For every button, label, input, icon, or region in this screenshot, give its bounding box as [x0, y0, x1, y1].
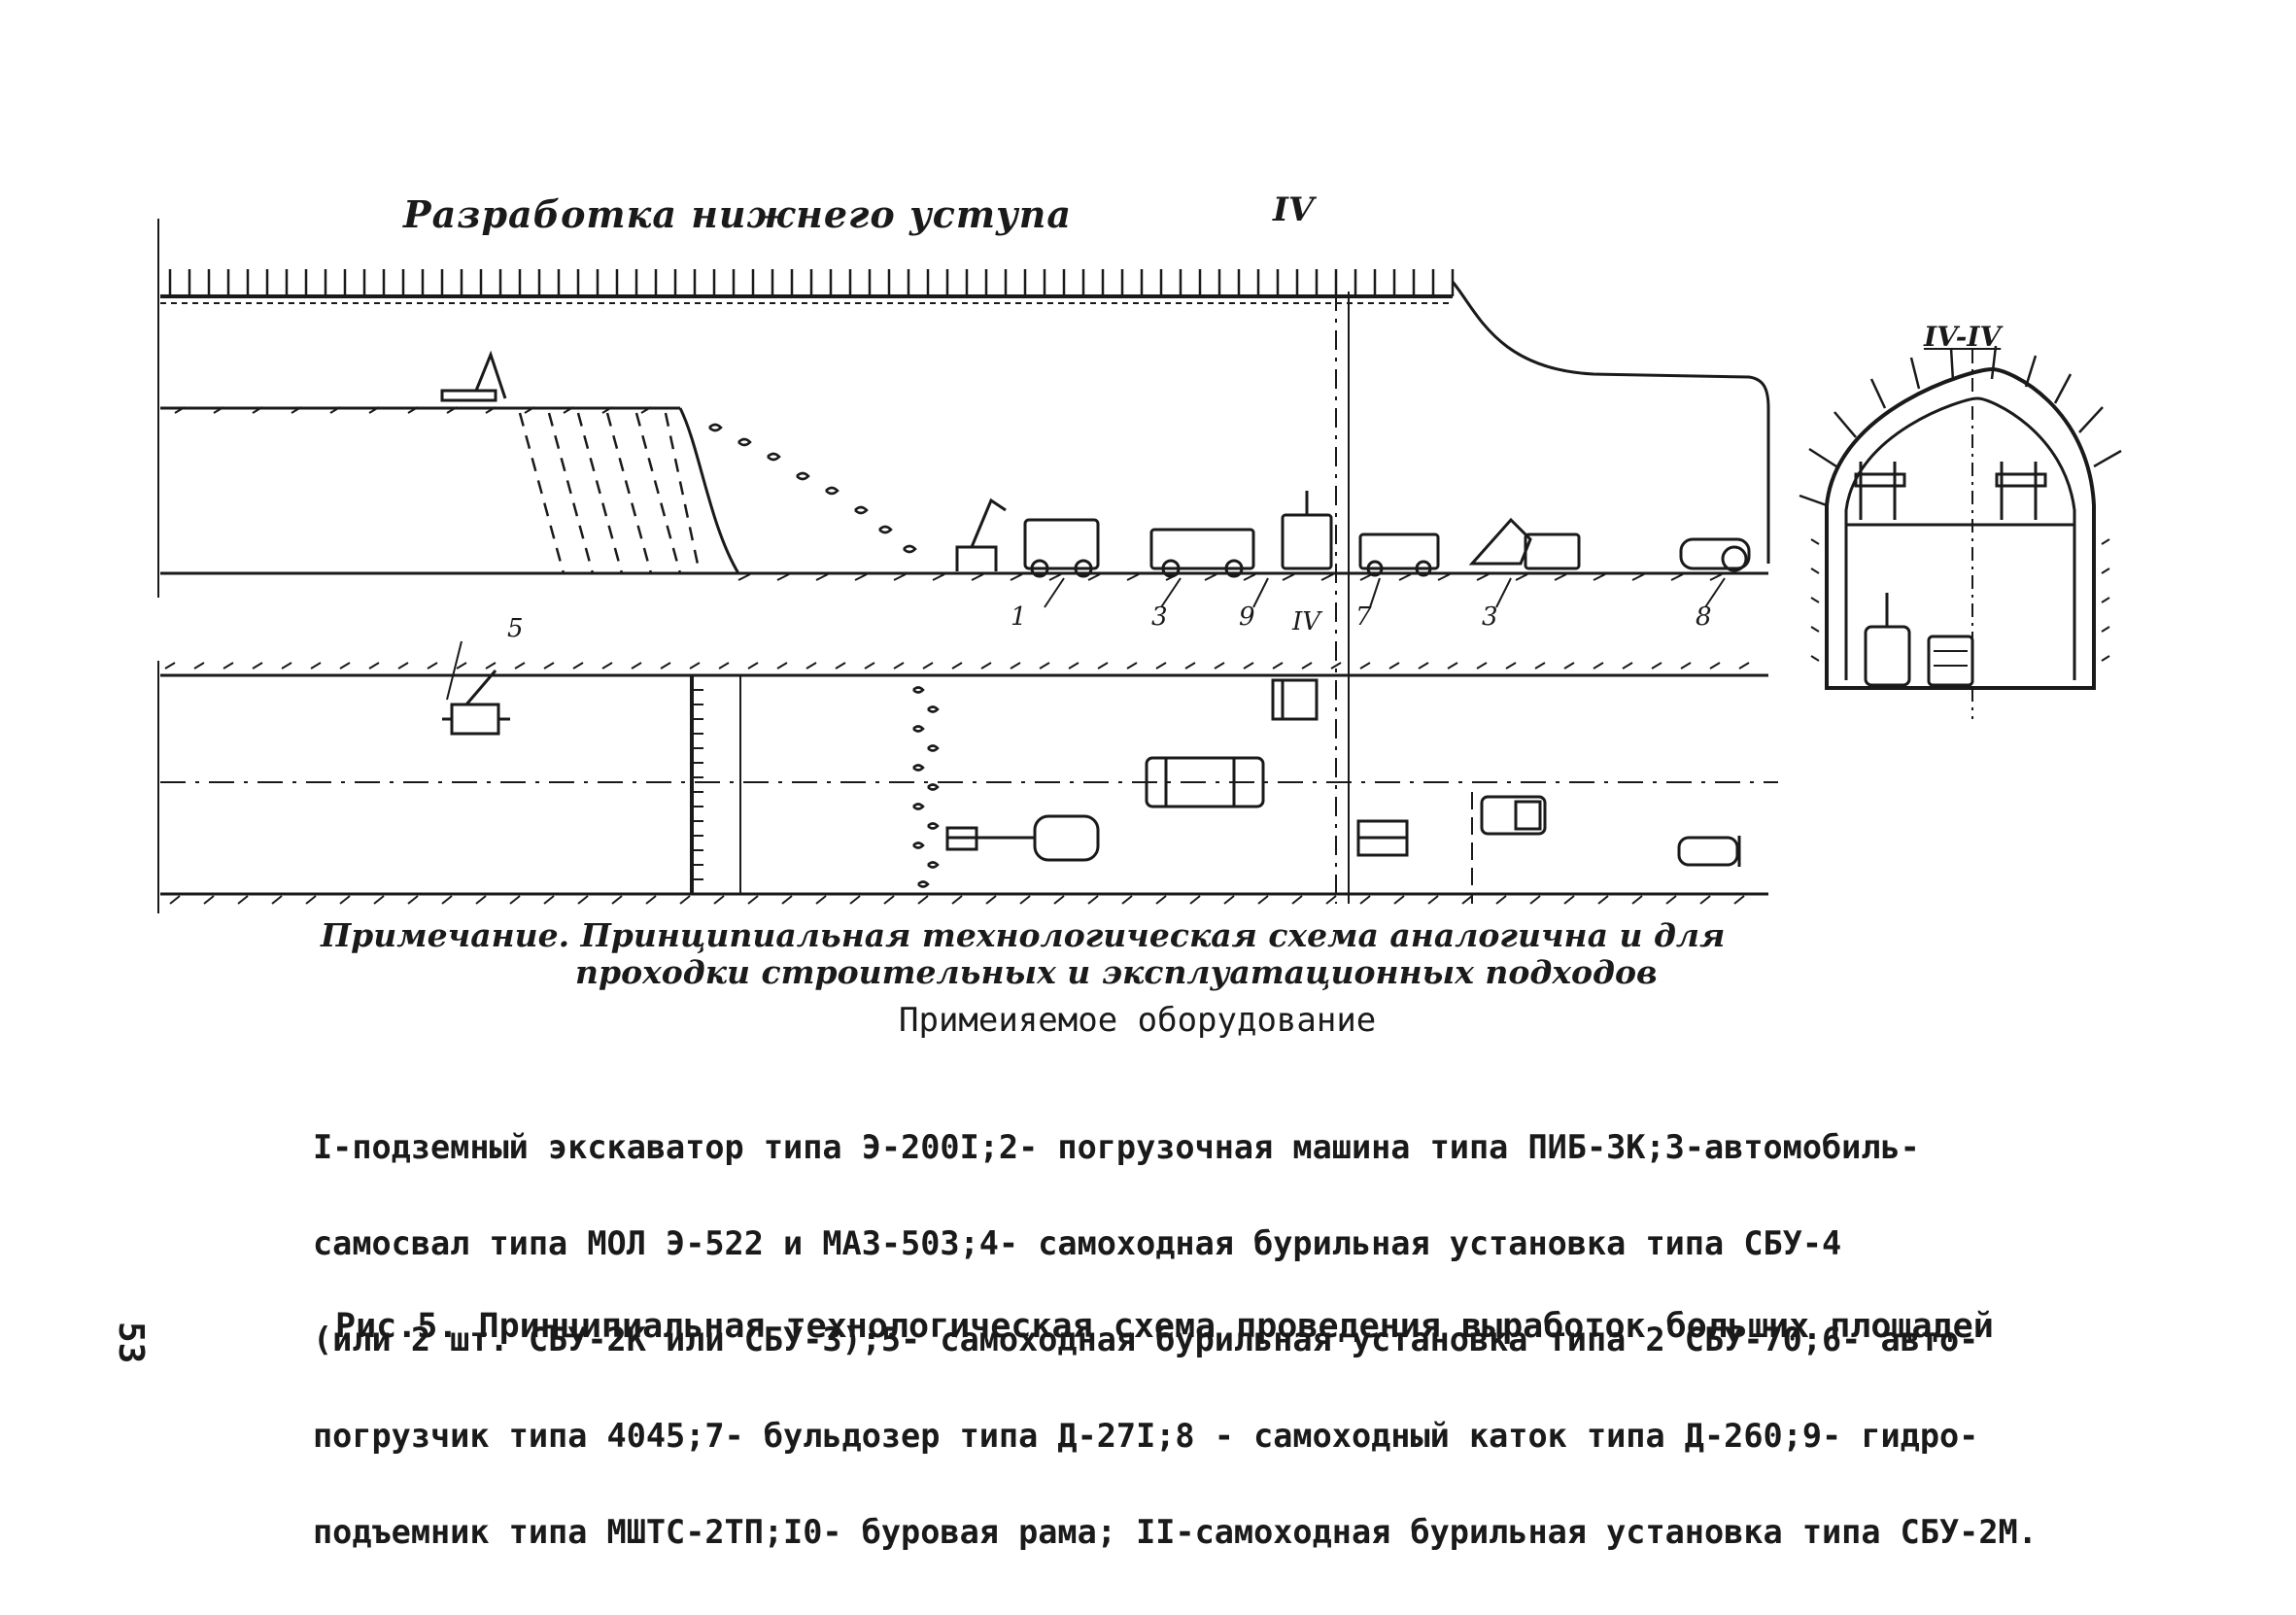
callout-5: 5 [507, 614, 524, 643]
arch-inner [1844, 396, 2076, 680]
plan-lift-icon [1271, 678, 1319, 721]
excavator-icon [955, 498, 1007, 571]
callout-3b: 3 [1482, 602, 1498, 632]
bulldozer-icon [1358, 533, 1440, 577]
hydraulic-lift-icon [1281, 491, 1333, 570]
note-line-1: Примечание. Принципиальная технологическ… [321, 916, 1726, 954]
section-title: Разработка нижнего уступа [403, 192, 1073, 236]
section-drill-frame-icon [1854, 462, 2047, 520]
callout-9: 9 [1239, 602, 1255, 632]
plan-roller-icon [1677, 836, 1741, 867]
radial-bolts [1799, 345, 2122, 507]
face-ticks [692, 689, 703, 880]
blast-holes [518, 412, 702, 574]
hatching-plan-top [164, 662, 1750, 670]
page-number: 53 [111, 1322, 151, 1364]
hatching-bench [174, 406, 652, 414]
loader-icon [1023, 518, 1100, 578]
plan-muck [912, 686, 940, 888]
figure-caption: Рис.5. Принципиальная технологическая сх… [335, 1307, 1994, 1346]
section-drill-rig-icon [1864, 593, 1911, 687]
callout-1: 1 [1011, 602, 1027, 632]
callout-section-iv: IV [1291, 607, 1322, 636]
plan-view [157, 640, 1778, 913]
callout-7: 7 [1355, 602, 1372, 632]
muck-pile [708, 423, 917, 554]
legend-line-4: погрузчик типа 4045;7- бульдозер типа Д-… [313, 1417, 1979, 1455]
longitudinal-section [157, 219, 1770, 904]
note-line-2: проходки строительных и эксплуатационных… [575, 953, 1658, 991]
plan-lift-2-icon [1480, 795, 1547, 836]
plan-bulldozer-icon [1356, 819, 1409, 857]
rock-bolts-top [168, 269, 1455, 296]
note: Примечание. Принципиальная технологическ… [321, 917, 1725, 991]
drilling-rig-icon [442, 670, 510, 736]
cross-section [1799, 345, 2122, 719]
roller-icon [1679, 537, 1751, 572]
callout-8: 8 [1696, 602, 1712, 632]
equipment-heading: Примеияемое оборудование [899, 1001, 1377, 1040]
plan-truck-icon [1145, 756, 1265, 808]
plan-loader-icon [945, 814, 1100, 862]
legend-line-2: самосвал типа МОЛ Э-522 и МАЗ-503;4- сам… [313, 1224, 1842, 1262]
legend-line-3: (или 2 шт. СБУ-2К или СБУ-3);5- самоходн… [313, 1321, 1979, 1358]
dump-truck-icon [1149, 528, 1255, 578]
dump-truck-2-icon [1468, 517, 1581, 570]
legend-line-1: I-подземный экскаватор типа Э-200I;2- по… [313, 1128, 1920, 1166]
cross-section-label: IV-IV [1924, 321, 2002, 353]
callout-3a: 3 [1151, 602, 1168, 632]
section-truck-icon [1927, 635, 1974, 687]
legend-line-5: подъемник типа МШТС-2ТП;I0- буровая рама… [313, 1513, 2038, 1551]
hatching-plan-bottom [169, 895, 1745, 905]
side-hatching [1810, 538, 2110, 662]
section-mark: IV [1273, 190, 1315, 229]
excavator-upper-icon [440, 350, 507, 402]
equipment-legend: I-подземный экскаватор типа Э-200I;2- по… [313, 1067, 2159, 1612]
